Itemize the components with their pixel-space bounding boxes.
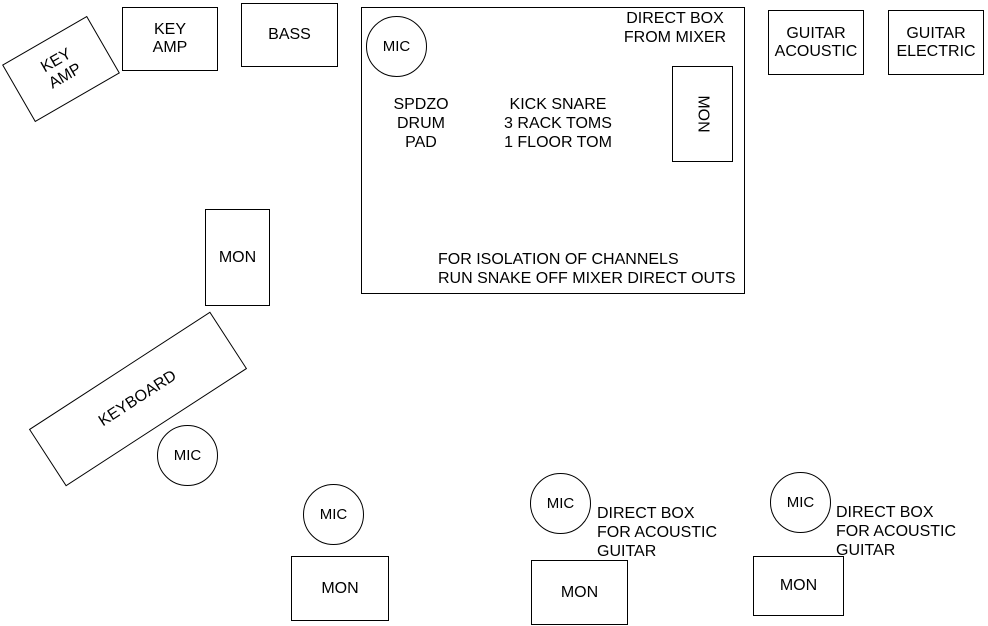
front-center-monitor-label: MON [560,583,599,601]
drum-monitor-label: MON [694,95,712,133]
keyboard-mic-label: MIC [173,447,202,464]
front-left-mic: MIC [303,484,364,545]
drum-kit-label: KICK SNARE 3 RACK TOMS 1 FLOOR TOM [504,96,612,151]
key-amp: KEY AMP [122,7,218,71]
front-left-monitor-label: MON [321,579,359,597]
keyboard-label: KEYBOARD [95,367,180,430]
front-left-mic-label: MIC [319,506,348,523]
isolation-note: FOR ISOLATION OF CHANNELS RUN SNAKE OFF … [438,251,736,287]
key-amp-angled-label: KEY AMP [38,45,85,93]
drum-pad-label: SPDZO DRUM PAD [393,96,449,151]
front-right-mic: MIC [770,472,831,533]
drum-mic: MIC [366,16,427,77]
keyboard-mic: MIC [157,425,218,486]
front-center-mic: MIC [530,473,591,534]
left-monitor-label: MON [218,248,257,266]
drum-direct-box-label: DIRECT BOX FROM MIXER [623,10,727,46]
drum-mic-label: MIC [382,38,411,55]
key-amp-label: KEY AMP [152,21,188,56]
front-right-monitor: MON [753,556,844,616]
front-right-mic-label: MIC [786,494,815,511]
guitar-acoustic-label: GUITAR ACOUSTIC [774,24,858,60]
guitar-electric-amp: GUITAR ELECTRIC [888,10,984,75]
front-right-monitor-label: MON [779,577,818,594]
bass-label: BASS [268,26,311,43]
guitar-electric-label: GUITAR ELECTRIC [896,24,976,60]
drum-monitor: MON [672,66,733,162]
bass-amp: BASS [241,3,338,67]
front-center-mic-label: MIC [546,495,575,512]
front-center-direct-box-label: DIRECT BOX FOR ACOUSTIC GUITAR [597,505,718,560]
front-right-direct-box-label: DIRECT BOX FOR ACOUSTIC GUITAR [836,504,957,559]
front-center-monitor: MON [531,560,628,625]
front-left-monitor: MON [291,556,389,621]
key-amp-angled: KEY AMP [2,15,120,123]
left-monitor: MON [205,209,270,306]
guitar-acoustic-amp: GUITAR ACOUSTIC [768,10,864,75]
